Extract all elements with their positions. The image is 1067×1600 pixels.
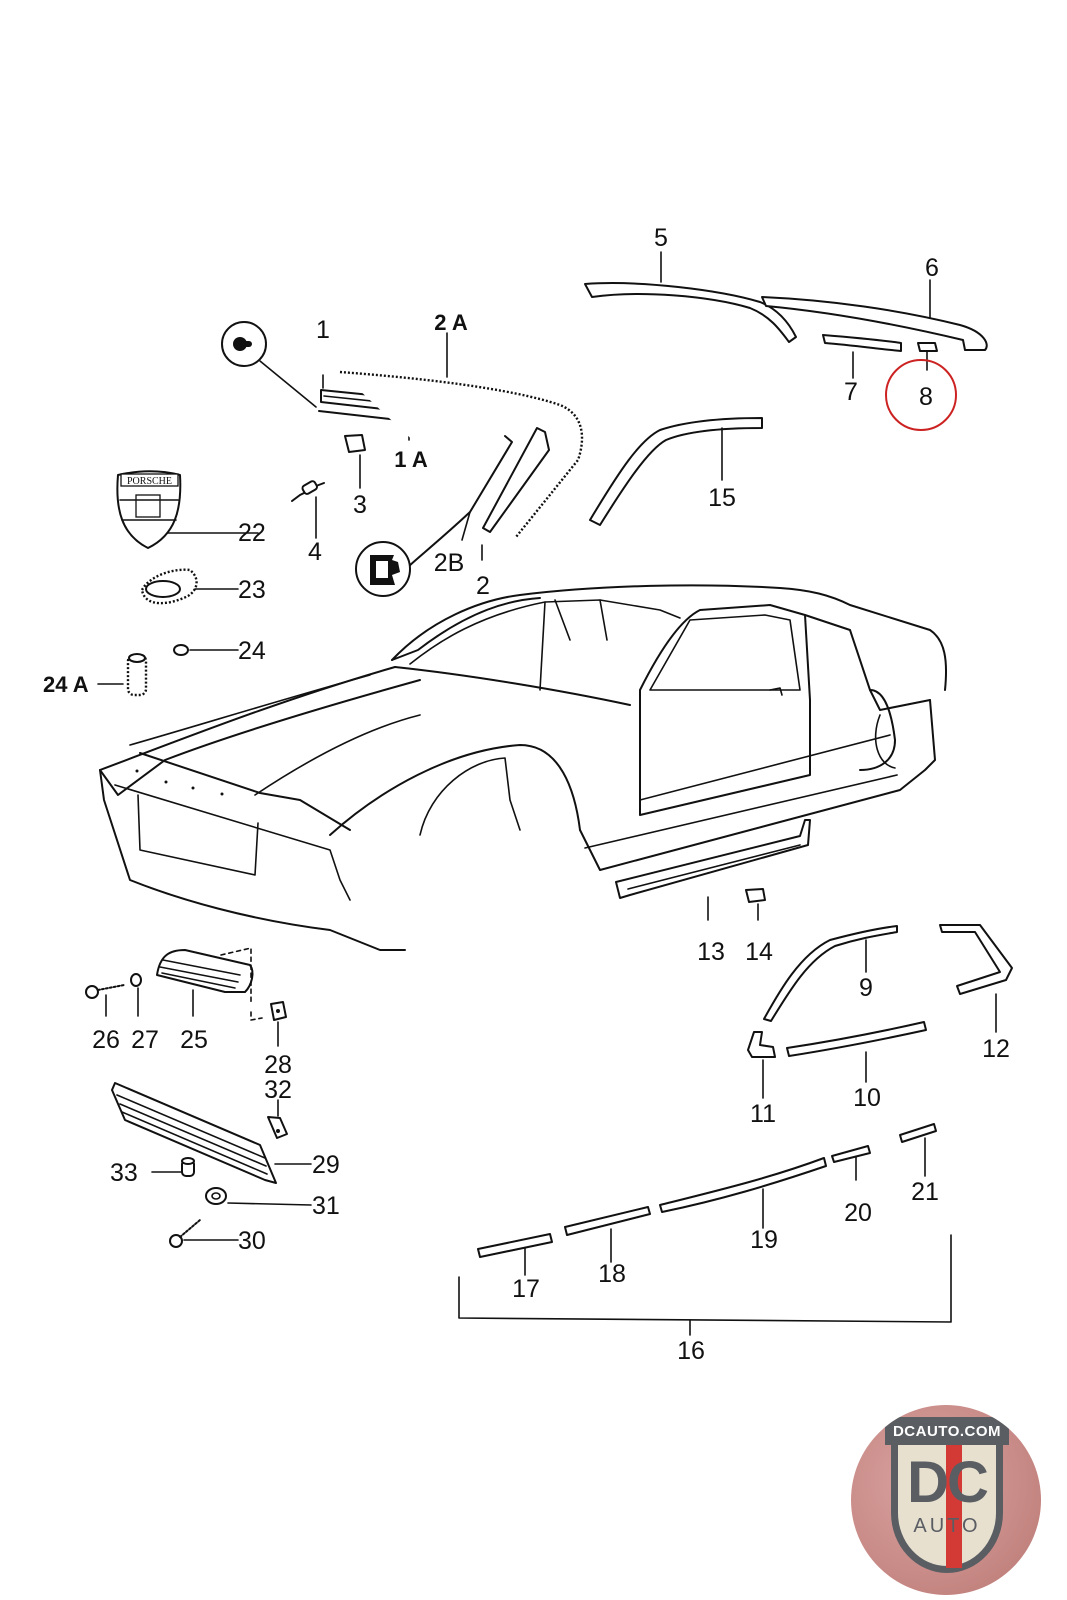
callout-22: 22 (238, 519, 266, 547)
part-10-belt-trim (786, 1021, 927, 1083)
callout-1: 1 (316, 316, 330, 344)
callout-20: 20 (844, 1199, 872, 1227)
callout-1a: 1 A (394, 447, 428, 472)
dcauto-logo: DCAUTO.COM DC AUTO (851, 1405, 1041, 1595)
part-30-screw (169, 1219, 239, 1248)
part-28-speed-nut (270, 1001, 287, 1047)
part-8-end-cap (885, 342, 957, 431)
callout-32: 32 (264, 1076, 292, 1104)
part-5-roof-trim-front (584, 251, 797, 343)
callout-29: 29 (312, 1151, 340, 1179)
car-body (99, 584, 948, 951)
part-15-drip-rail (589, 417, 763, 526)
logo-url: DCAUTO.COM (885, 1417, 1009, 1445)
part-7-roof-section (822, 334, 902, 379)
part-3-clip (344, 434, 366, 489)
logo-word: AUTO (913, 1515, 981, 1537)
part-31-washer (205, 1187, 312, 1206)
detail-circle-profile (355, 541, 411, 597)
crest-text: PORSCHE (127, 476, 172, 487)
callout-2: 2 (476, 572, 490, 600)
callout-19: 19 (750, 1226, 778, 1254)
part-33-spacer (151, 1157, 195, 1177)
part-24-grommet (173, 644, 239, 656)
callout-13: 13 (697, 938, 725, 966)
part-2a-seal (339, 332, 584, 538)
part-6-roof-trim-rear (761, 279, 988, 351)
callout-23: 23 (238, 576, 266, 604)
logo-red-stripe (946, 1438, 962, 1568)
callout-30: 30 (238, 1227, 266, 1255)
part-9-window-trim (763, 925, 898, 1022)
callout-33: 33 (110, 1159, 138, 1187)
part-26-screw (85, 984, 125, 1017)
callout-8: 8 (919, 383, 933, 411)
part-4-spring-clip (291, 480, 325, 539)
callout-18: 18 (598, 1260, 626, 1288)
callout-28: 28 (264, 1051, 292, 1079)
logo-mark: DC (907, 1450, 989, 1515)
part-22-porsche-crest: PORSCHE (116, 470, 259, 549)
callout-25: 25 (180, 1026, 208, 1054)
callout-27: 27 (131, 1026, 159, 1054)
logo-shield (891, 1423, 1003, 1573)
detail-circle-keyhole (221, 321, 317, 408)
callout-17: 17 (512, 1275, 540, 1303)
part-23-gasket (140, 568, 239, 605)
part-18-molding (564, 1206, 651, 1263)
part-29-grille (111, 1082, 312, 1184)
callout-9: 9 (859, 974, 873, 1002)
part-25-vent-grille (156, 947, 263, 1021)
part-27-washer (130, 973, 142, 1017)
callout-21: 21 (911, 1178, 939, 1206)
part-24a-expansion-nut (97, 653, 148, 697)
callout-5: 5 (654, 224, 668, 252)
callout-3: 3 (353, 491, 367, 519)
callout-4: 4 (308, 538, 322, 566)
callout-15: 15 (708, 484, 736, 512)
callout-7: 7 (844, 378, 858, 406)
callout-11: 11 (750, 1100, 776, 1128)
part-14-sill-clip (745, 888, 766, 921)
callout-2a: 2 A (434, 310, 468, 335)
callout-12: 12 (982, 1035, 1010, 1063)
part-11-corner-piece (747, 1031, 776, 1099)
callout-24: 24 (238, 637, 266, 665)
part-21-molding (899, 1123, 937, 1177)
part-12-quarter-trim (939, 924, 1013, 1033)
part-32-speed-nut (267, 1099, 288, 1139)
part-20-molding (831, 1145, 871, 1181)
callout-2b: 2B (434, 549, 465, 577)
part-16-bracket (458, 1234, 952, 1336)
part-2-pillar-trim (481, 427, 550, 561)
part-19-molding (659, 1157, 827, 1229)
callout-14: 14 (745, 938, 773, 966)
callout-26: 26 (92, 1026, 120, 1054)
part-13-sill-trim (615, 819, 811, 921)
callout-24a: 24 A (43, 672, 89, 697)
highlight-circle (885, 359, 957, 431)
callout-16: 16 (677, 1337, 705, 1365)
callout-31: 31 (312, 1192, 340, 1220)
part-2b-wire (407, 435, 513, 568)
part-17-molding (477, 1233, 553, 1276)
callout-6: 6 (925, 254, 939, 282)
callout-10: 10 (853, 1084, 881, 1112)
